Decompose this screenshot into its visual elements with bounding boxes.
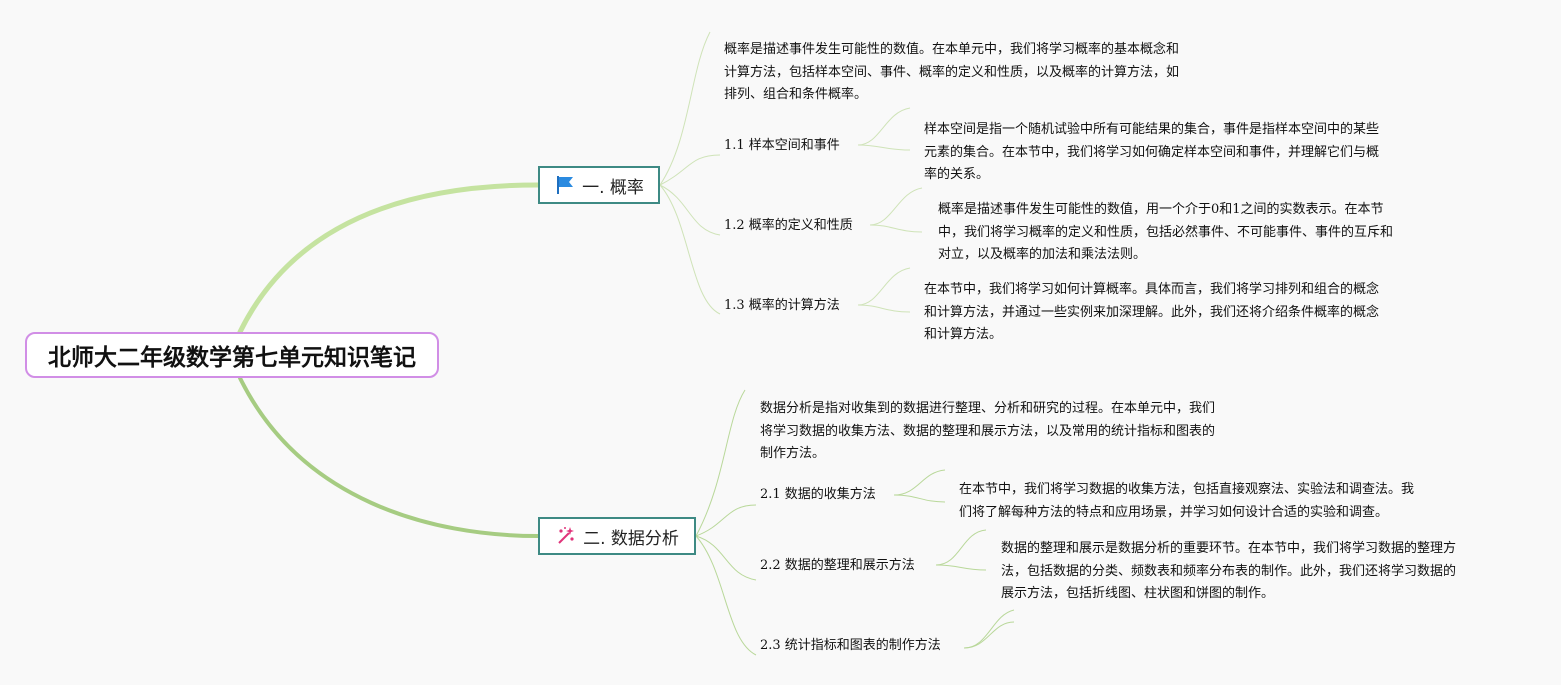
sparkle-wand-icon xyxy=(555,525,577,547)
s11-link-b xyxy=(857,144,911,151)
s23-link-b xyxy=(963,621,1015,649)
subtopic-2-1-detail[interactable]: 在本节中，我们将学习数据的收集方法，包括直接观察法、实验法和调查法。我 们将了解… xyxy=(959,482,1415,520)
branch1-link-s1 xyxy=(659,154,721,186)
subtopic-2-3[interactable]: 2.3 统计指标和图表的制作方法 xyxy=(760,638,941,653)
subtopic-1-3-detail[interactable]: 在本节中，我们将学习如何计算概率。具体而言，我们将学习排列和组合的概念 和计算方… xyxy=(924,282,1380,342)
branch1-link-s2 xyxy=(659,184,721,236)
main-topic-data-analysis[interactable]: 二. 数据分析 xyxy=(538,517,696,555)
s23-link xyxy=(963,609,1015,649)
subtopic-1-2-detail[interactable]: 概率是描述事件发生可能性的数值，用一个介于0和1之间的实数表示。在本节 中，我们… xyxy=(938,202,1394,262)
branch1-link-intro xyxy=(659,31,711,186)
root-link-2 xyxy=(238,376,540,538)
subtopic-1-1-detail[interactable]: 样本空间是指一个随机试验中所有可能结果的集合，事件是指样本空间中的某些 元素的集… xyxy=(924,122,1380,182)
branch2-link-s2 xyxy=(695,535,757,581)
root-topic[interactable]: 北师大二年级数学第七单元知识笔记 xyxy=(25,332,439,378)
root-title: 北师大二年级数学第七单元知识笔记 xyxy=(48,345,416,371)
branch2-link-s3 xyxy=(695,535,757,656)
subtopic-1-2[interactable]: 1.2 概率的定义和性质 xyxy=(724,218,853,233)
s13-link xyxy=(857,267,911,306)
s13-link-b xyxy=(857,304,911,313)
probability-intro[interactable]: 概率是描述事件发生可能性的数值。在本单元中，我们将学习概率的基本概念和 计算方法… xyxy=(724,42,1180,102)
branch2-link-intro xyxy=(695,389,746,537)
subtopic-1-1[interactable]: 1.1 样本空间和事件 xyxy=(724,138,840,153)
main-topic-label: 一. 概率 xyxy=(582,177,644,198)
root-link-1 xyxy=(237,182,541,335)
main-topic-label: 二. 数据分析 xyxy=(583,528,679,549)
s12-link xyxy=(869,187,923,226)
main-topic-probability[interactable]: 一. 概率 xyxy=(538,166,660,204)
branch2-link-s1 xyxy=(695,504,757,537)
subtopic-1-3[interactable]: 1.3 概率的计算方法 xyxy=(724,298,840,313)
subtopic-2-2[interactable]: 2.2 数据的整理和展示方法 xyxy=(760,558,915,573)
s22-link-b xyxy=(935,564,987,571)
s11-link xyxy=(857,107,911,146)
s21-link xyxy=(893,469,946,496)
data-analysis-intro[interactable]: 数据分析是指对收集到的数据进行整理、分析和研究的过程。在本单元中，我们 将学习数… xyxy=(760,401,1216,461)
s12-link-b xyxy=(869,224,923,233)
flag-icon xyxy=(554,174,576,196)
s22-link xyxy=(935,529,987,566)
subtopic-2-2-detail[interactable]: 数据的整理和展示是数据分析的重要环节。在本节中，我们将学习数据的整理方 法，包括… xyxy=(1001,541,1457,601)
branch1-link-s3 xyxy=(659,184,721,315)
subtopic-2-1[interactable]: 2.1 数据的收集方法 xyxy=(760,487,876,502)
s21-link-b xyxy=(893,494,946,503)
